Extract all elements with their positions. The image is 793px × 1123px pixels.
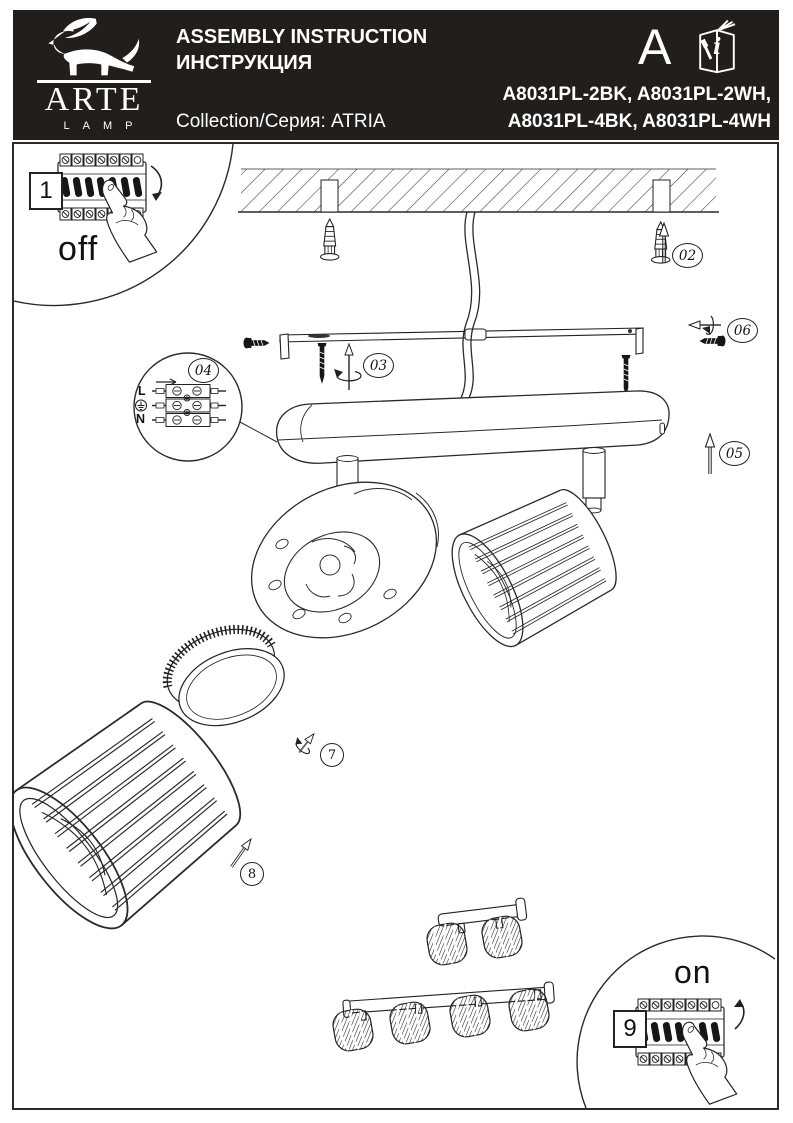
screw-rotation-icon-06: [687, 315, 721, 335]
brand-divider: [37, 80, 151, 83]
lamp-head-right: [437, 475, 632, 658]
step1-state-label: off: [58, 230, 99, 268]
manual-booklet-icon: i: [693, 18, 741, 76]
brand-lion-icon: [48, 18, 140, 76]
step1-detail-circle: [14, 144, 234, 307]
terminal-detail: [133, 352, 278, 462]
header: ARTE LAMP ASSEMBLY INSTRUCTION ИНСТРУКЦИ…: [13, 10, 779, 140]
instruction-canvas: 1 off 02 03 04 05 06 7 8 L N 9 on: [12, 142, 779, 1110]
side-screw-left: [243, 337, 270, 349]
doc-title-en: ASSEMBLY INSTRUCTION: [176, 26, 428, 48]
collection-series: Collection/Серия: ATRIA: [176, 111, 386, 132]
callout-05: 05: [719, 441, 750, 466]
bracket-screw-left: [317, 342, 327, 385]
callout-06: 06: [727, 318, 758, 343]
wire-label-neutral: N: [136, 412, 146, 426]
brand-name: ARTE: [44, 81, 144, 118]
lamp-base: [276, 390, 670, 464]
step9-number-box: 9: [613, 1010, 647, 1048]
doc-letter: A: [638, 19, 672, 75]
brand-subname: LAMP: [63, 120, 146, 132]
callout-7: 7: [320, 743, 344, 767]
step9-detail-circle: [576, 935, 776, 1108]
ground-icon: [135, 399, 147, 412]
lamp-head-left: [250, 481, 439, 639]
callout-03: 03: [363, 353, 394, 378]
screw-rotation-icon-7: [295, 732, 315, 755]
step9-state-label: on: [674, 954, 712, 990]
ceiling-section: [238, 168, 719, 213]
gx53-bulb: [162, 624, 285, 727]
wall-anchor-left: [320, 218, 340, 261]
screw-rotation-icon-03: [334, 342, 362, 390]
wall-anchor-right: [650, 221, 671, 264]
swivel-stem-right: [582, 447, 606, 514]
callout-8: 8: [240, 862, 264, 886]
manual-icon-letter: i: [713, 34, 722, 60]
wire-label-live: L: [138, 384, 146, 398]
attach-arrow-05: [704, 433, 716, 475]
mounting-bracket: [279, 327, 644, 360]
model-codes-line2: A8031PL-4BK, A8031PL-4WH: [507, 111, 771, 132]
side-screw-right: [699, 335, 726, 347]
callout-02: 02: [672, 243, 703, 268]
step1-number-box: 1: [29, 172, 63, 210]
assembly-diagram: [14, 144, 776, 1108]
bracket-screw-right: [621, 354, 631, 397]
callout-04: 04: [188, 358, 219, 383]
model-codes-line1: A8031PL-2BK, A8031PL-2WH,: [502, 84, 771, 105]
doc-title-ru: ИНСТРУКЦИЯ: [176, 52, 313, 74]
mains-wire: [460, 211, 481, 399]
finished-lamp-2-spots: [423, 897, 528, 969]
finished-lamp-4-spots: [329, 981, 555, 1055]
